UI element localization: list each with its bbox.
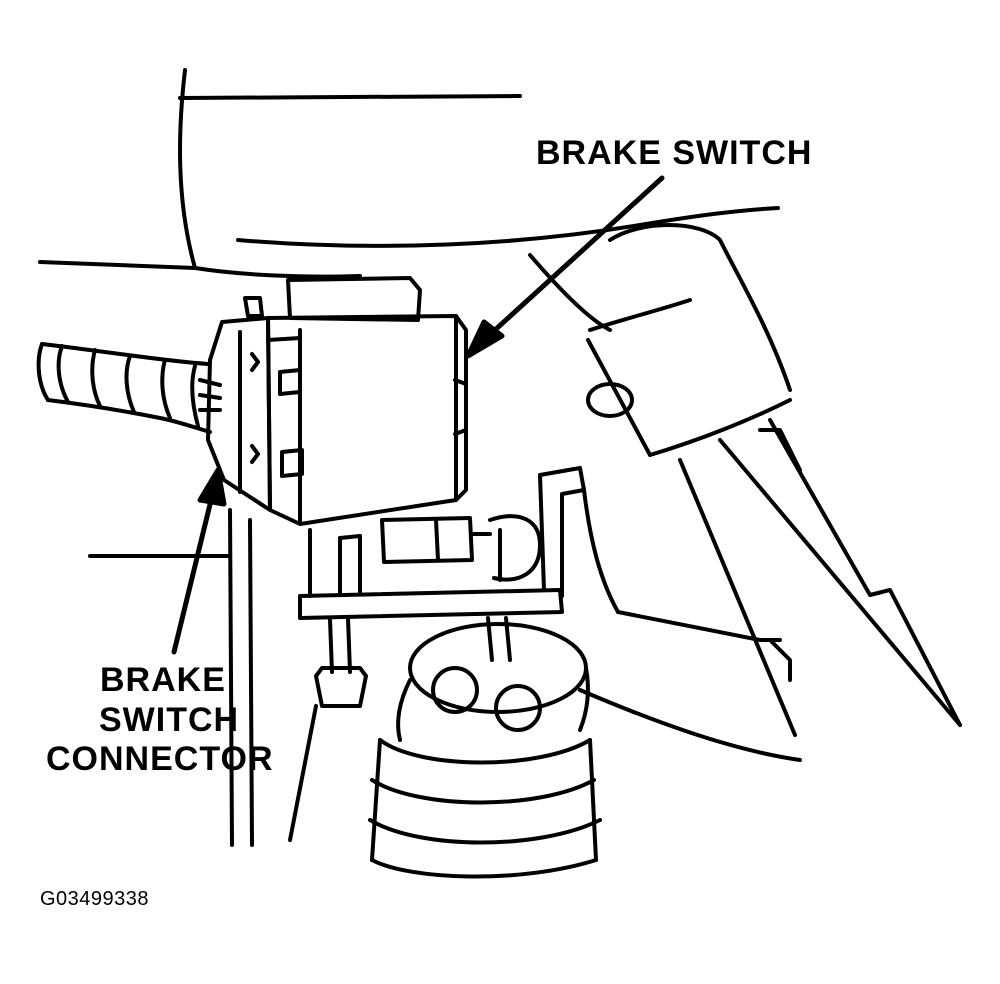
brake-switch-connector-label-line1: BRAKE bbox=[100, 661, 226, 699]
arrow-brake-switch-connector bbox=[171, 467, 227, 655]
brake-switch-connector bbox=[206, 296, 304, 512]
brake-switch-connector-label-line2: SWITCH bbox=[99, 701, 240, 739]
mounting-bracket bbox=[298, 514, 564, 708]
figure-code: G03499338 bbox=[40, 888, 150, 910]
push-rod-boot bbox=[368, 616, 602, 879]
arrow-brake-switch bbox=[465, 175, 665, 359]
floor-lines bbox=[88, 508, 802, 847]
brake-switch-body bbox=[266, 276, 468, 526]
dashboard-panel bbox=[38, 68, 780, 279]
brake-switch-label: BRAKE SWITCH bbox=[536, 134, 813, 172]
brake-switch-connector-label-line3: CONNECTOR bbox=[46, 740, 274, 778]
wire-harness bbox=[36, 342, 222, 434]
pedal-arm bbox=[538, 466, 782, 642]
steering-column bbox=[528, 223, 962, 737]
